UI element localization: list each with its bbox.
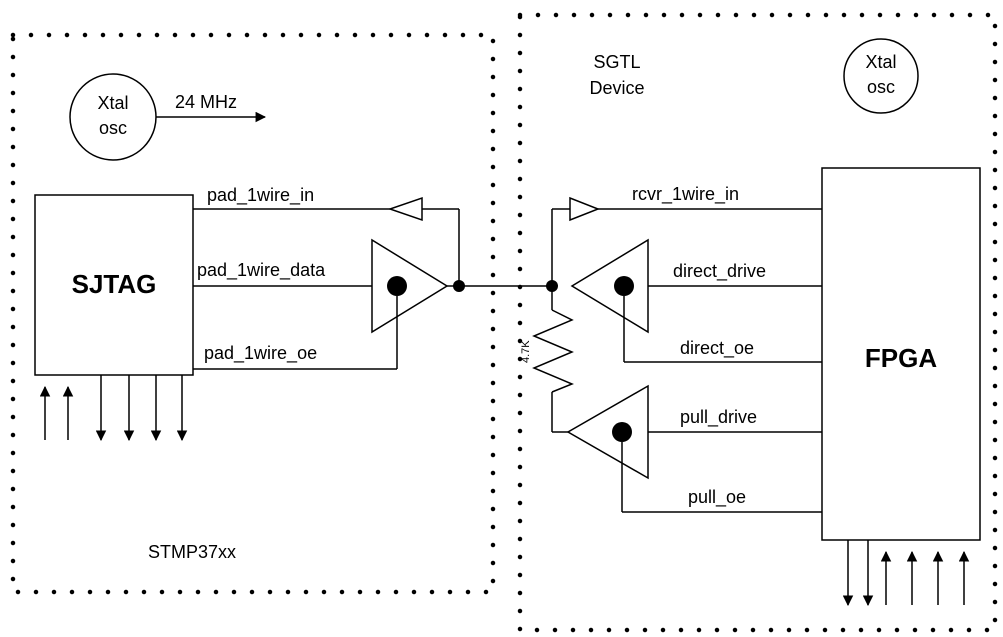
fpga-pins [842,540,970,607]
left-osc-line2: osc [99,118,127,138]
signal-direct-oe: direct_oe [680,338,754,359]
signal-pad-1wire-data: pad_1wire_data [197,260,326,281]
pullup-resistor [532,309,574,393]
signal-rcvr-1wire-in: rcvr_1wire_in [632,184,739,205]
left-junction [453,280,465,292]
resistor-value: 4.7K [520,340,532,363]
signal-direct-drive: direct_drive [673,261,766,282]
sjtag-pins [39,375,188,442]
right-osc-line2: osc [867,77,895,97]
signal-pad-1wire-in: pad_1wire_in [207,185,314,206]
pull-oe-dot [612,422,632,442]
pull-drive-buffer [566,384,649,480]
sgtl-label-line2: Device [589,78,644,98]
right-osc-line1: Xtal [865,52,896,72]
left-oe-dot [387,276,407,296]
left-output-buffer [371,238,449,334]
signal-pad-1wire-oe: pad_1wire_oe [204,343,317,364]
sgtl-device-boundary [517,12,998,633]
left-input-buffer [387,196,423,222]
right-input-buffer [569,196,601,222]
fpga-block [821,167,981,541]
sjtag-label: SJTAG [72,269,157,299]
sgtl-label-line1: SGTL [593,52,640,72]
clock-label: 24 MHz [175,92,237,112]
sjtag-block [34,194,194,376]
direct-oe-dot [614,276,634,296]
right-oscillator: Xtal osc [843,38,919,114]
signal-pull-oe: pull_oe [688,487,746,508]
fpga-label: FPGA [865,343,937,373]
direct-drive-buffer [570,238,649,334]
signal-pull-drive: pull_drive [680,407,757,428]
left-osc-line1: Xtal [97,93,128,113]
stmp37xx-label: STMP37xx [148,542,236,562]
stmp37xx-boundary [10,32,496,595]
left-oscillator: Xtal osc [69,73,157,161]
